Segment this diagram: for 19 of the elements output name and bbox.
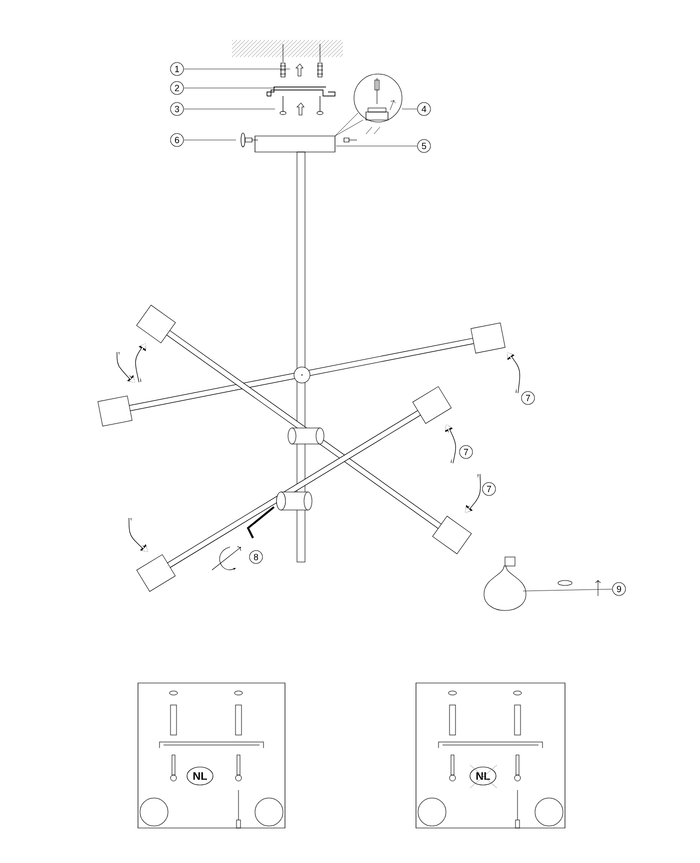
callout-number: 1 xyxy=(170,62,184,76)
callout-number: 7 xyxy=(459,445,473,459)
leader-line xyxy=(522,588,612,592)
leader-line xyxy=(402,108,418,110)
callout-number: 4 xyxy=(417,102,431,116)
callout-number: 8 xyxy=(249,550,263,564)
instruction-panel xyxy=(416,682,566,828)
country-oval: NL xyxy=(186,766,214,786)
callout-number: 2 xyxy=(170,81,184,95)
callout-number: 3 xyxy=(170,102,184,116)
callout-number: 5 xyxy=(417,139,431,153)
callout-number: 7 xyxy=(482,482,496,496)
country-oval: NL xyxy=(470,766,496,786)
callout-number: 7 xyxy=(521,391,535,405)
leader-line xyxy=(184,108,276,110)
callout-number: 9 xyxy=(612,582,626,596)
leader-line xyxy=(184,68,290,70)
instruction-panel xyxy=(138,682,286,828)
callout-number: 6 xyxy=(170,133,184,147)
